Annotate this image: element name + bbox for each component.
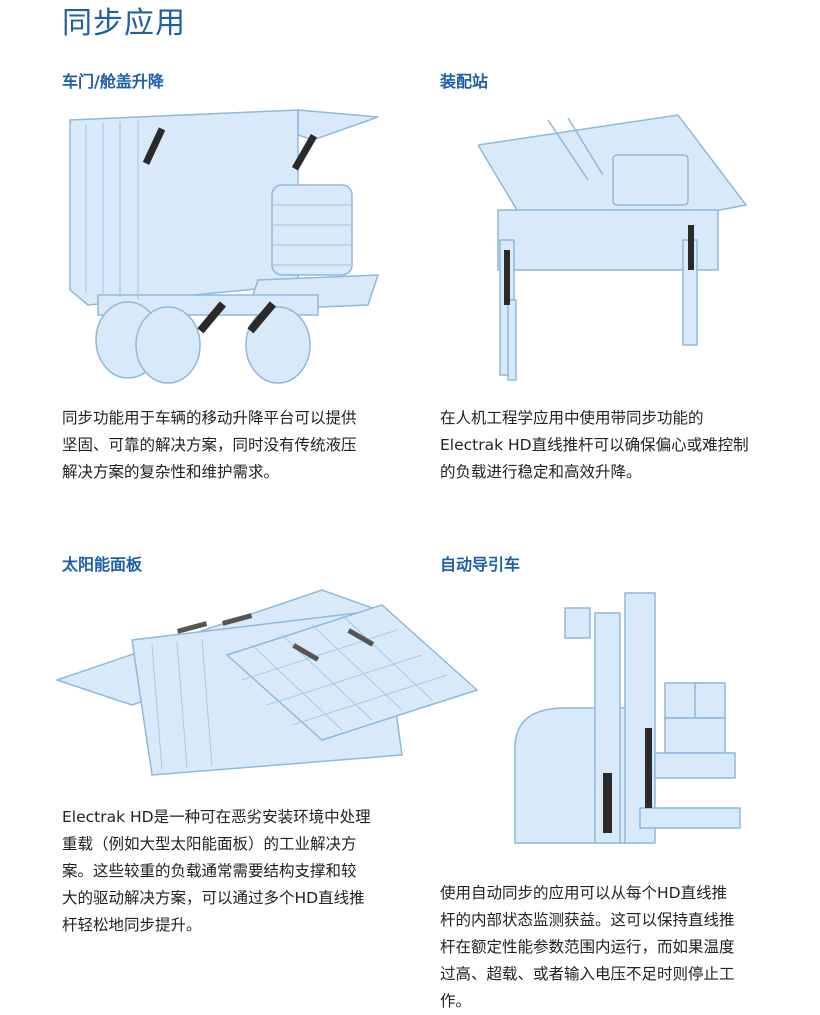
section-heading-solar-panel: 太阳能面板 — [62, 555, 143, 574]
page-title: 同步应用 — [62, 6, 186, 41]
section-heading-door-lift: 车门/舱盖升降 — [62, 72, 164, 91]
workstation-illustration — [478, 100, 763, 390]
section-text-door-lift: 同步功能用于车辆的移动升降平台可以提供 坚固、可靠的解决方案，同时没有传统液压 … — [62, 409, 357, 481]
section-heading-assembly-station: 装配站 — [440, 72, 489, 91]
section-text-solar-panel: Electrak HD是一种可在恶劣安装环境中处理 重载（例如大型太阳能面板）的… — [62, 808, 371, 934]
solar-container-illustration — [52, 585, 482, 785]
section-text-assembly-station: 在人机工程学应用中使用带同步功能的 Electrak HD直线推杆可以确保偏心或… — [440, 409, 749, 481]
section-text-agv: 使用自动同步的应用可以从每个HD直线推 杆的内部状态监测获益。这可以保持直线推 … — [440, 884, 735, 1010]
section-heading-agv: 自动导引车 — [440, 555, 521, 574]
truck-illustration — [58, 105, 388, 390]
agv-illustration — [505, 588, 755, 863]
